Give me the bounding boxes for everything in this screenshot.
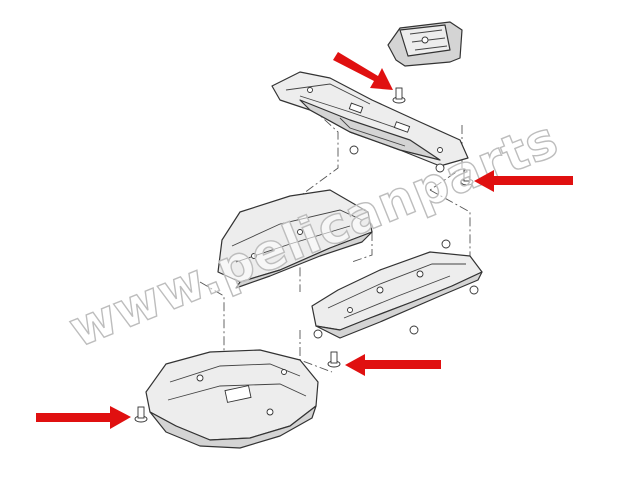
fastener-nut xyxy=(313,329,323,339)
pointer-arrow-right xyxy=(474,170,573,192)
front-deflector-bracket xyxy=(387,21,463,67)
upper-front-underbody-shield xyxy=(271,71,469,167)
watermark-text: www.pelicanparts xyxy=(61,110,566,359)
right-rear-underbody-shield xyxy=(311,251,483,339)
fastener-bolt xyxy=(327,351,341,368)
fastener-nut xyxy=(409,325,419,335)
fastener-nut xyxy=(441,239,451,249)
leader-line xyxy=(429,125,463,191)
fastener-nut xyxy=(349,145,359,155)
fasteners-right xyxy=(313,239,479,368)
center-tunnel-shield xyxy=(217,189,373,289)
fastener-nut xyxy=(469,285,479,295)
pointer-arrows xyxy=(36,52,573,429)
fastener-nut xyxy=(435,163,445,173)
fasteners-upper xyxy=(349,87,474,186)
leader-line xyxy=(351,232,373,263)
pointer-arrow-middle xyxy=(345,354,441,376)
leader-line xyxy=(299,107,339,197)
lower-front-underbody-shield xyxy=(145,349,319,449)
fastener-bolt xyxy=(392,87,406,104)
pointer-arrow-top xyxy=(333,52,393,90)
fastener-bolt xyxy=(134,406,148,423)
pointer-arrow-left xyxy=(36,406,131,429)
leader-line xyxy=(429,189,471,258)
fastener-bolt xyxy=(460,169,474,186)
